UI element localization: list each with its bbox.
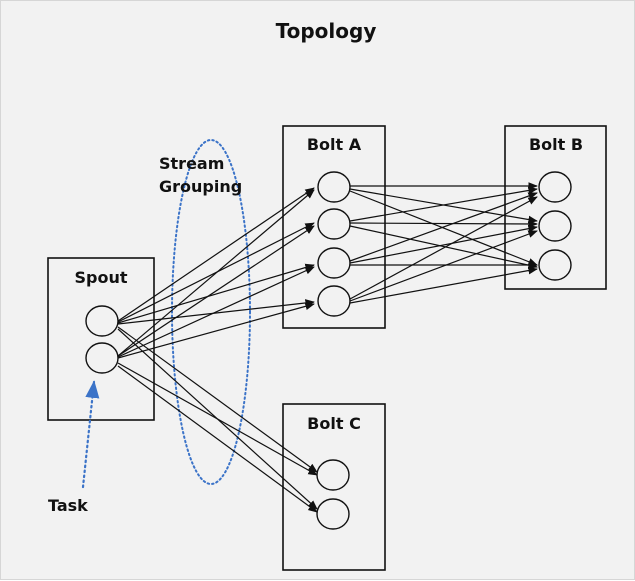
bolt-a-tasks [317, 171, 351, 317]
stream-grouping-label-line2: Grouping [159, 177, 242, 196]
bolt-b-box [504, 125, 607, 290]
spout-to-bolt-c-edges [117, 326, 318, 513]
task-label: Task [48, 496, 88, 515]
bolt-a-task-2 [317, 208, 351, 240]
edge-spout2-a3 [117, 266, 315, 358]
spout-tasks [85, 305, 119, 374]
bolt-a-to-bolt-b-edges [349, 182, 538, 304]
edge-a2-b2 [349, 220, 538, 228]
bolt-b-label: Bolt B [529, 135, 583, 154]
spout-task-1 [85, 305, 119, 337]
diagram-title: Topology [276, 19, 377, 43]
spout-box [47, 257, 155, 421]
stream-grouping-ellipse [171, 139, 251, 485]
task-pointer-arrow [81, 380, 100, 489]
stream-grouping-label-line1: Stream [159, 154, 224, 173]
bolt-b-tasks [538, 171, 572, 281]
spout-label: Spout [74, 268, 127, 287]
bolt-c-tasks [316, 459, 350, 530]
bolt-b-task-2 [538, 210, 572, 242]
edge-a4-b2 [349, 230, 538, 302]
edge-spout1-a1 [117, 187, 315, 322]
bolt-a-task-3 [317, 247, 351, 279]
bolt-b-task-1 [538, 171, 572, 203]
bolt-b-task-3 [538, 249, 572, 281]
spout-to-bolt-a-edges [117, 187, 315, 359]
edge-a2-b1 [349, 186, 538, 222]
edge-a4-b1 [349, 196, 538, 300]
bolt-a-task-1 [317, 171, 351, 203]
edge-a2-b3 [349, 225, 538, 269]
edge-spout1-c1 [117, 326, 318, 473]
bolt-a-task-4 [317, 285, 351, 317]
edge-a4-b3 [349, 266, 538, 304]
edge-spout1-a4 [117, 299, 315, 325]
edge-a3-b1 [349, 192, 538, 262]
bolt-a-box [282, 125, 386, 329]
spout-task-2 [85, 342, 119, 374]
edge-spout2-c2 [117, 365, 318, 513]
edge-a1-b3 [349, 190, 538, 266]
edge-spout2-a2 [117, 225, 315, 357]
edge-a3-b2 [349, 224, 538, 264]
bolt-a-label: Bolt A [307, 135, 362, 154]
edge-spout1-a3 [117, 263, 315, 324]
edge-spout2-a4 [117, 302, 315, 359]
bolt-c-task-1 [316, 459, 350, 491]
edge-spout2-a1 [117, 189, 315, 357]
bolt-c-label: Bolt C [307, 414, 361, 433]
edge-spout2-c1 [117, 362, 318, 476]
bolt-c-task-2 [316, 498, 350, 530]
